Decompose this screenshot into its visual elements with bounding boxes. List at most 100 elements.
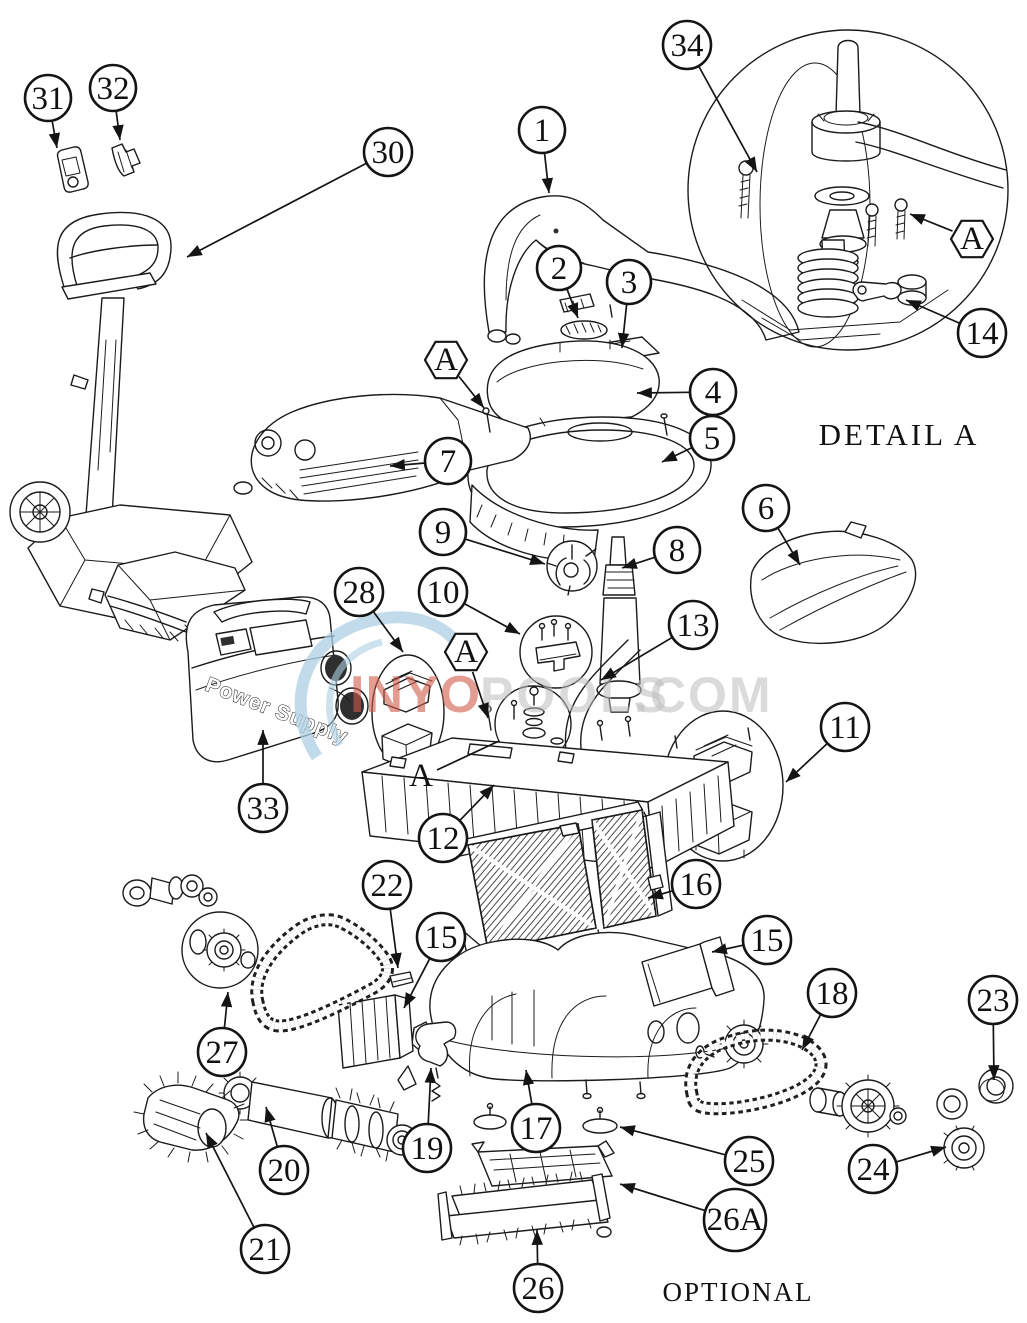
svg-text:9: 9 — [435, 515, 452, 551]
svg-text:A: A — [960, 221, 984, 257]
svg-text:30: 30 — [372, 135, 405, 171]
part-gear-detail — [181, 911, 259, 989]
part-caddy — [9, 211, 253, 642]
watermark-swirl2-icon — [326, 638, 383, 747]
part-cord-clip — [111, 143, 141, 177]
svg-text:4: 4 — [705, 375, 722, 411]
svg-text:33: 33 — [247, 791, 280, 827]
svg-text:7: 7 — [440, 444, 457, 480]
part-impeller-detail — [546, 540, 598, 596]
svg-text:18: 18 — [816, 976, 849, 1012]
callout-30: 30 — [186, 126, 414, 258]
callout-22: 22 — [361, 859, 413, 969]
part-brush-bar — [437, 1171, 612, 1246]
svg-text:A: A — [434, 342, 458, 378]
callout-10: 10 — [417, 566, 521, 635]
svg-text:24: 24 — [857, 1152, 890, 1188]
part-bearings — [936, 1068, 1014, 1120]
svg-text:34: 34 — [671, 28, 704, 64]
part-foam-panels — [641, 936, 735, 1007]
callout-34: 34 — [661, 19, 758, 173]
svg-text:15: 15 — [425, 920, 458, 956]
svg-text:A: A — [454, 634, 478, 670]
svg-text:22: 22 — [371, 868, 404, 904]
part-wheel-pulley — [938, 1125, 985, 1171]
watermark-text-gray: POOLS — [480, 667, 670, 723]
svg-text:11: 11 — [829, 710, 861, 746]
section-marker-a: A — [909, 213, 995, 259]
callout-9: 9 — [418, 507, 546, 566]
svg-text:25: 25 — [733, 1144, 766, 1180]
part-axle-pulley — [809, 1074, 907, 1138]
callout-24: 24 — [847, 1143, 947, 1195]
svg-text:23: 23 — [977, 983, 1010, 1019]
svg-text:21: 21 — [249, 1232, 282, 1268]
callout-17: 17 — [510, 1069, 562, 1154]
callout-23: 23 — [967, 974, 1019, 1081]
part-track-left — [250, 913, 394, 1033]
part-rubber-pad — [389, 971, 414, 988]
callout-4: 4 — [636, 367, 738, 417]
svg-text:15: 15 — [751, 923, 784, 959]
callout-13: 13 — [600, 599, 719, 681]
svg-text:26: 26 — [522, 1271, 555, 1307]
svg-text:27: 27 — [206, 1035, 239, 1071]
part-latch-hook — [397, 1021, 457, 1102]
svg-text:28: 28 — [343, 575, 376, 611]
part-bracket-detail — [519, 615, 593, 689]
callout-26A: 26A — [619, 1182, 768, 1253]
callout-14: 14 — [905, 299, 1008, 359]
callout-20: 20 — [258, 1106, 310, 1196]
callout-26: 26 — [512, 1229, 564, 1314]
optional-note: OPTIONAL — [663, 1277, 814, 1307]
svg-text:32: 32 — [97, 71, 130, 107]
svg-text:1: 1 — [534, 113, 551, 149]
section-marker-a: A — [423, 340, 485, 409]
svg-text:3: 3 — [621, 265, 638, 301]
part-remote — [56, 146, 89, 193]
watermark: INYO POOLS .COM — [294, 611, 773, 761]
watermark-text-red: INYO — [350, 666, 481, 724]
svg-text:16: 16 — [680, 867, 713, 903]
svg-text:10: 10 — [427, 575, 460, 611]
svg-text:13: 13 — [677, 608, 710, 644]
callout-21: 21 — [205, 1132, 291, 1275]
callout-11: 11 — [785, 701, 871, 783]
part-track-right — [684, 1028, 828, 1116]
callout-5: 5 — [661, 414, 736, 463]
callout-2: 2 — [535, 244, 583, 319]
svg-text:5: 5 — [704, 421, 721, 457]
callout-8: 8 — [621, 525, 702, 575]
watermark-text-gray2: .COM — [634, 667, 773, 723]
callout-19: 19 — [401, 1067, 453, 1174]
callout-15: 15 — [711, 914, 793, 966]
svg-text:19: 19 — [411, 1131, 444, 1167]
callout-32: 32 — [88, 63, 138, 141]
part-bottom-tray — [471, 1140, 615, 1187]
part-roller-bearings — [122, 874, 218, 907]
detail-a-view — [687, 29, 1009, 351]
svg-text:14: 14 — [966, 316, 999, 352]
callout-33: 33 — [237, 730, 289, 834]
detail-a-title: DETAIL A — [819, 417, 980, 452]
part-spindle-discs — [473, 1102, 618, 1134]
part-contact-box — [337, 994, 414, 1069]
callout-27: 27 — [196, 991, 248, 1078]
callout-16: 16 — [647, 858, 722, 910]
ref-a-label: A — [409, 758, 433, 794]
part-impeller-cap — [560, 320, 608, 340]
svg-text:26A: 26A — [707, 1202, 764, 1238]
section-marker-a: A — [443, 632, 489, 719]
part-side-panel-right — [750, 521, 917, 645]
callout-15: 15 — [403, 911, 467, 1009]
svg-text:2: 2 — [551, 251, 568, 287]
svg-text:31: 31 — [32, 81, 65, 117]
part-roller-tube — [218, 1071, 418, 1162]
parts-layer: Power Supply — [9, 29, 1014, 1246]
callout-12: 12 — [417, 784, 495, 864]
callout-25: 25 — [619, 1125, 775, 1187]
svg-text:20: 20 — [268, 1153, 301, 1189]
